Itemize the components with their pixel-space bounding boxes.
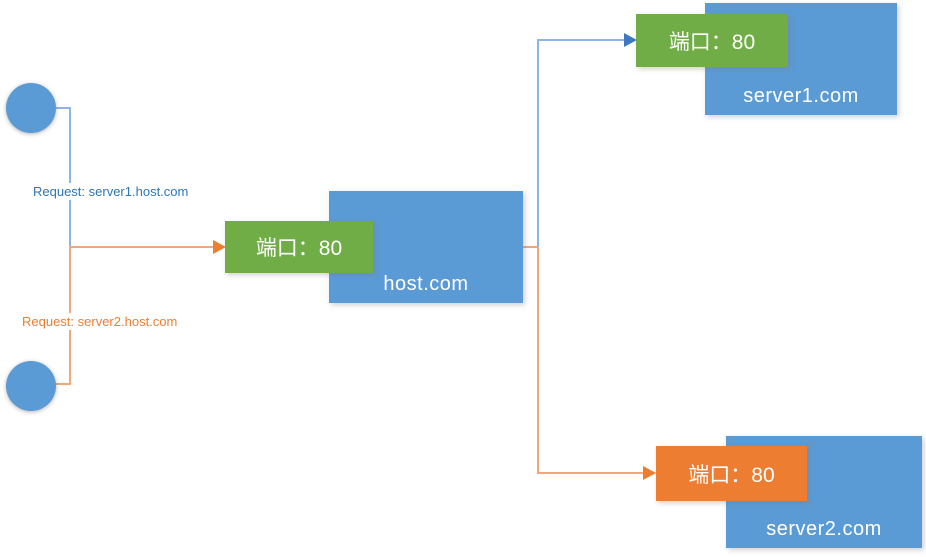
connector-server1-horizontal [537, 39, 625, 41]
request1-label: Request: server1.host.com [30, 183, 192, 200]
connector-host-out-stub [523, 246, 539, 248]
server1-port-label: 端口：80 [668, 30, 756, 54]
host-port-label: 端口：80 [255, 237, 343, 260]
server2-port-label: 端口：80 [688, 463, 775, 487]
connector-client1-elbow [54, 107, 70, 109]
host-port-badge: 端口：80 [225, 221, 373, 273]
connector-client1-vertical [69, 107, 71, 248]
arrowhead-host-port [213, 240, 226, 254]
client2-circle [6, 361, 56, 411]
connector-client2-elbow [54, 383, 70, 385]
connector-server2-vertical [537, 247, 539, 474]
arrowhead-server2-port [643, 466, 656, 480]
client1-circle [6, 83, 56, 133]
connector-server2-horizontal [537, 472, 644, 474]
server2-label: server2.com [766, 518, 882, 540]
server1-label: server1.com [743, 85, 859, 107]
arrowhead-server1-port [624, 33, 637, 47]
connector-server1-vertical [537, 39, 539, 248]
host-label: host.com [383, 273, 469, 295]
server2-port-badge: 端口：80 [656, 446, 807, 501]
request2-label: Request: server2.host.com [19, 313, 181, 330]
connector-to-host-port [69, 246, 213, 248]
server1-port-badge: 端口：80 [636, 14, 788, 67]
